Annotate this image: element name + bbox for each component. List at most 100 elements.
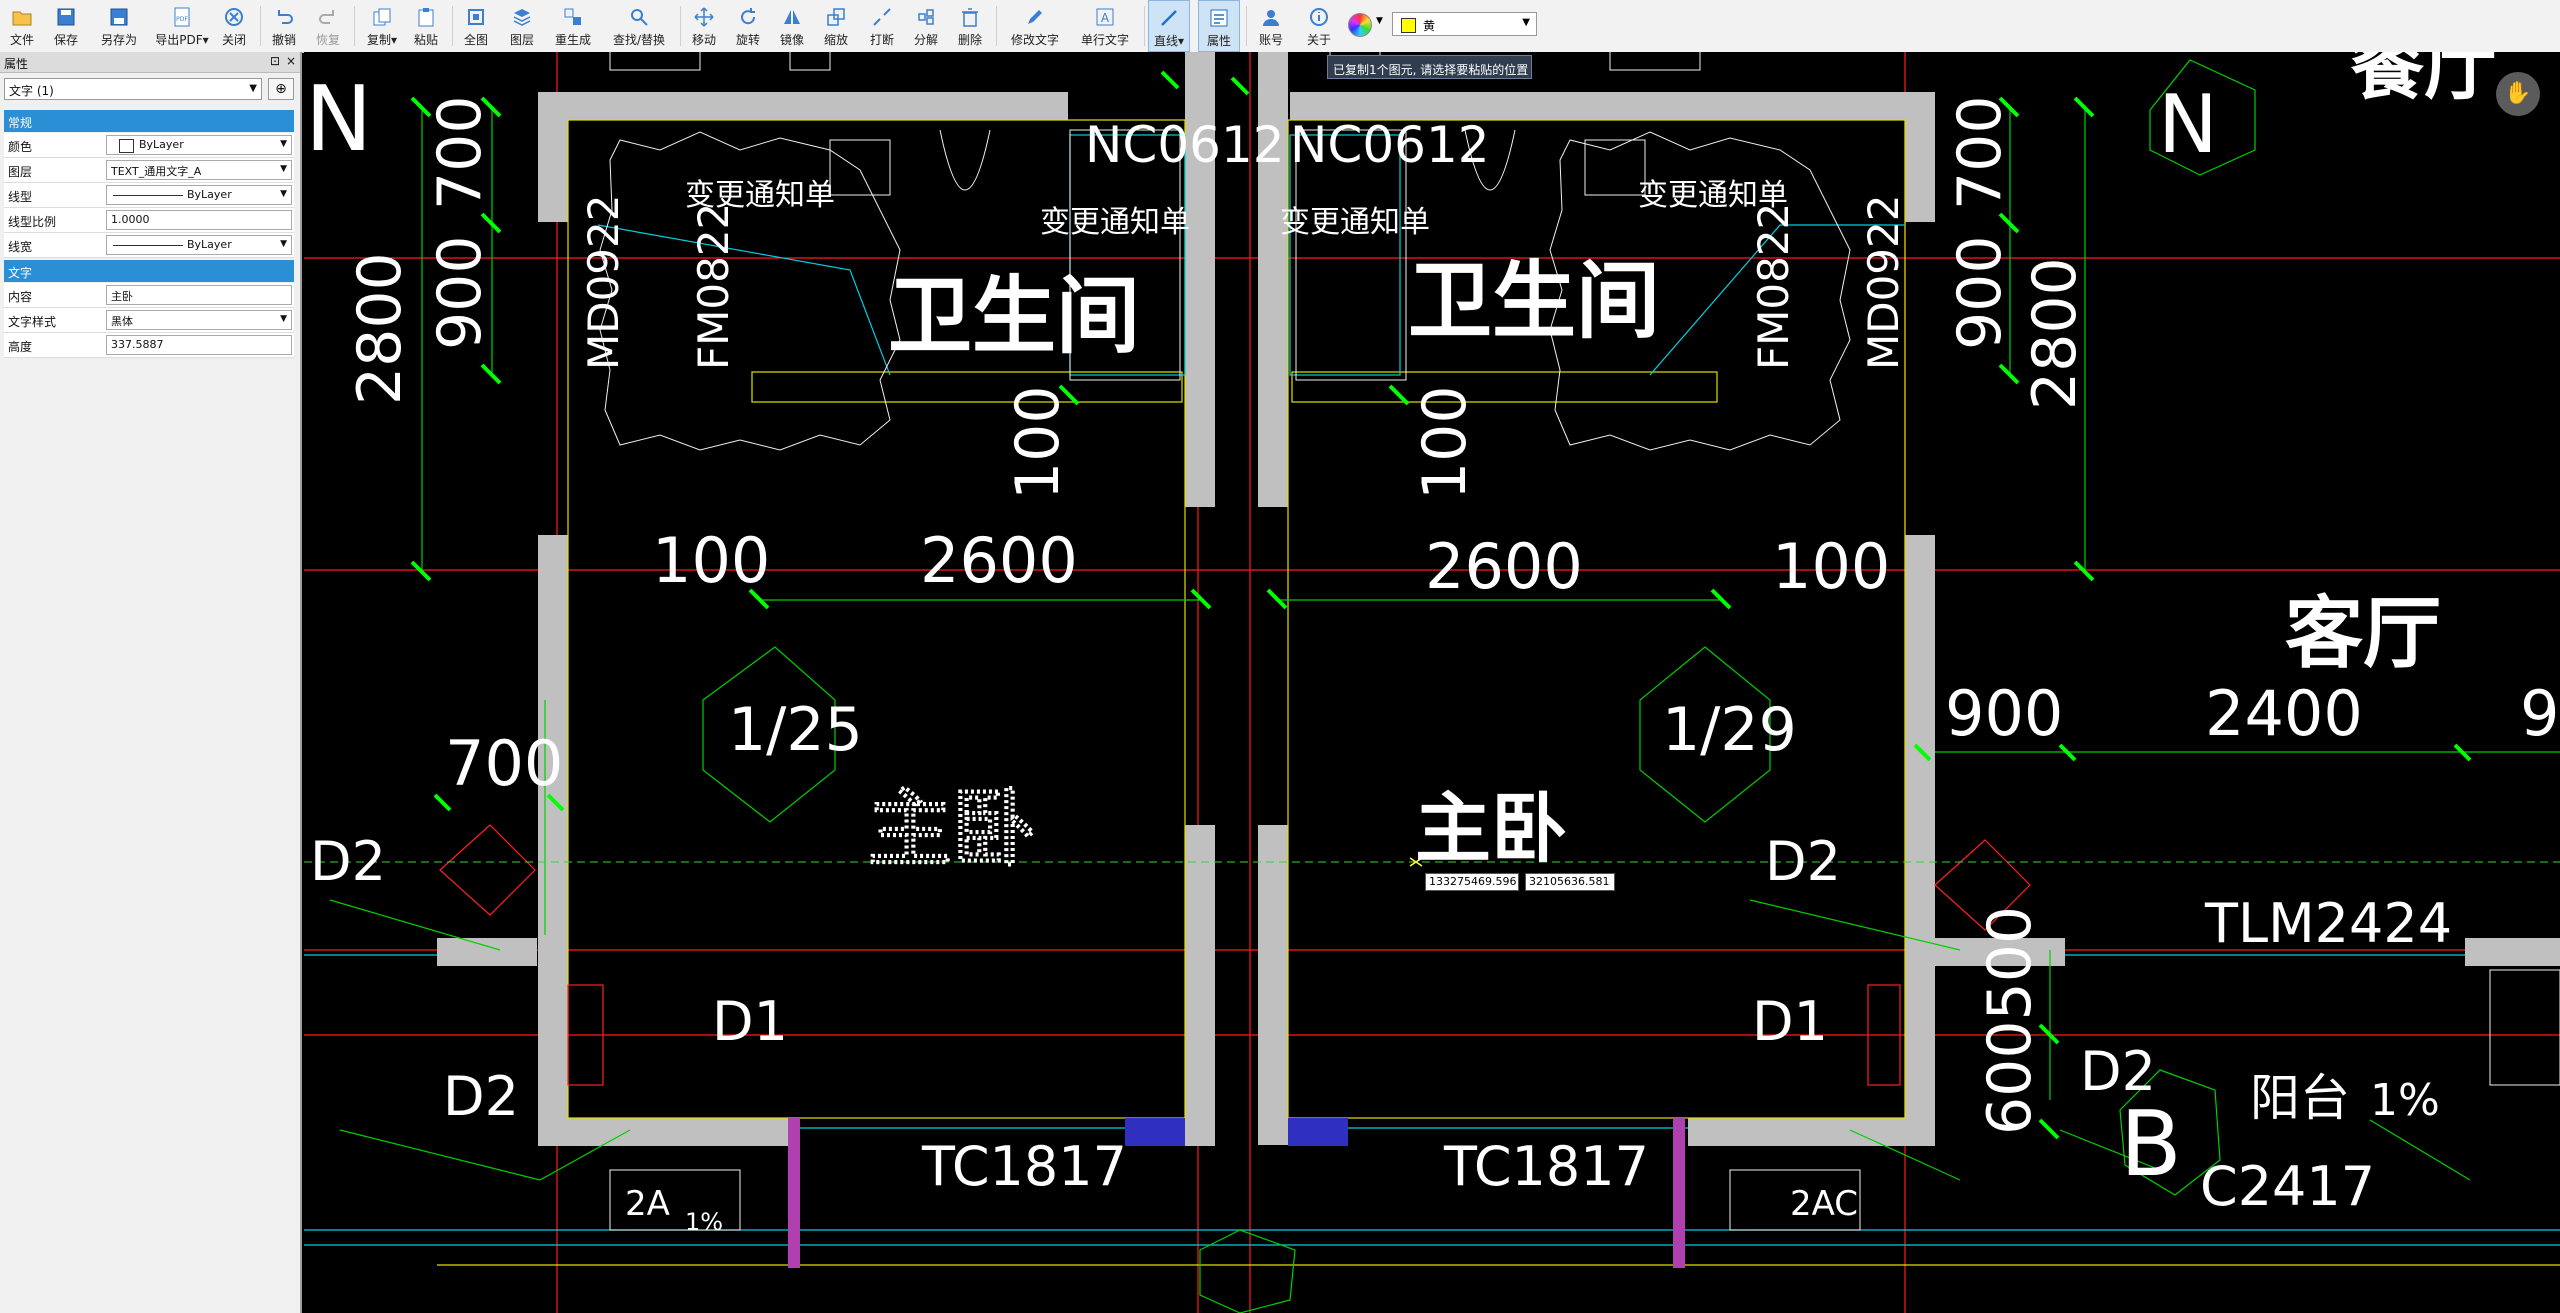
line-button[interactable]: 直线▾ bbox=[1148, 0, 1190, 52]
dimension-lines bbox=[329, 59, 2560, 1313]
dim-text: 2600 bbox=[1425, 530, 1583, 603]
chevron-down-icon: ▼ bbox=[280, 164, 287, 174]
export-pdf-button[interactable]: PDF 导出PDF▾ bbox=[152, 0, 212, 52]
drawing-canvas[interactable]: 卫生间 卫生间 主卧 客厅 餐厅 主卧 变更通知单 变更通知单 变更通知单 变更… bbox=[304, 52, 2560, 1313]
prop-row-content[interactable]: 内容 主卧 bbox=[4, 283, 294, 308]
properties-button[interactable]: 属性 bbox=[1198, 0, 1240, 52]
single-text-button[interactable]: A 单行文字 bbox=[1072, 0, 1138, 52]
dim-text: 2600 bbox=[920, 524, 1078, 597]
status-tooltip: 已复制1个图元, 请选择要粘贴的位置 bbox=[1327, 55, 1532, 79]
lineweight-value-select[interactable]: ByLayer ▼ bbox=[106, 235, 292, 255]
account-icon bbox=[1263, 10, 1279, 26]
chevron-down-icon: ▼ bbox=[249, 83, 257, 94]
prop-row-height[interactable]: 高度 337.5887 bbox=[4, 333, 294, 358]
color-swatch bbox=[119, 139, 134, 153]
toolbar-separator bbox=[354, 6, 355, 46]
coord-y-input[interactable]: 32105636.581 bbox=[1525, 873, 1615, 891]
account-button[interactable]: 账号 bbox=[1250, 0, 1292, 52]
door-tag: MD0922 bbox=[579, 195, 628, 370]
text-style-select[interactable]: 黑体 ▼ bbox=[106, 310, 292, 330]
color-value-select[interactable]: ByLayer ▼ bbox=[106, 135, 292, 155]
save-button[interactable]: 保存 bbox=[46, 0, 86, 52]
move-button[interactable]: 移动 bbox=[684, 0, 724, 52]
chevron-down-icon: ▼ bbox=[280, 239, 287, 249]
room-labels: 卫生间 卫生间 主卧 客厅 餐厅 bbox=[888, 52, 2498, 873]
layers-button[interactable]: 图层 bbox=[500, 0, 544, 52]
dim-text: 900 bbox=[425, 235, 495, 350]
dimension-ticks bbox=[410, 70, 2472, 1140]
dim-text: 700 bbox=[445, 727, 563, 800]
copy-button[interactable]: 复制▾ bbox=[360, 0, 404, 52]
undo-icon bbox=[278, 10, 293, 24]
paste-button[interactable]: 粘贴 bbox=[406, 0, 446, 52]
linetype-value-select[interactable]: ByLayer ▼ bbox=[106, 185, 292, 205]
properties-panel: 属性 ⊡ × 文字 (1) ▼ ⊕ 常规 颜色 ByLayer ▼ 图层 TEX… bbox=[0, 52, 302, 1313]
prop-row-linetype[interactable]: 线型 ByLayer ▼ bbox=[4, 183, 294, 208]
pan-hand-icon[interactable]: ✋ bbox=[2496, 72, 2540, 116]
file-button[interactable]: 文件 bbox=[2, 0, 42, 52]
regen-button[interactable]: 重生成 bbox=[548, 0, 598, 52]
mirror-button[interactable]: 镜像 bbox=[772, 0, 812, 52]
dim-text: 700 bbox=[425, 95, 495, 210]
window-tag: C2417 bbox=[2200, 1155, 2375, 1218]
element-tags: NC0612 NC0612 MD0922 MD0922 FM0822 FM082… bbox=[305, 67, 2452, 1236]
quick-select-button[interactable]: ⊕ bbox=[268, 78, 294, 100]
object-type-value: 文字 (1) bbox=[9, 84, 54, 98]
close-icon[interactable]: × bbox=[286, 54, 297, 68]
pin-icon[interactable]: ⊡ bbox=[270, 54, 281, 68]
color-wheel-icon[interactable] bbox=[1348, 13, 1372, 37]
content-input[interactable]: 主卧 bbox=[106, 285, 292, 305]
prop-row-color[interactable]: 颜色 ByLayer ▼ bbox=[4, 133, 294, 158]
undo-button[interactable]: 撤销 bbox=[264, 0, 304, 52]
explode-button[interactable]: 分解 bbox=[906, 0, 946, 52]
door-jambs bbox=[788, 1118, 1685, 1268]
color-select[interactable]: 黄 ▼ bbox=[1392, 12, 1537, 36]
object-type-select[interactable]: 文字 (1) ▼ bbox=[4, 78, 262, 100]
folder-icon bbox=[12, 11, 32, 26]
room-label-dining: 餐厅 bbox=[2350, 52, 2498, 110]
balcony-letter: B bbox=[2120, 1092, 2182, 1197]
ac-tag: 2AC bbox=[1790, 1184, 1858, 1224]
cad-drawing[interactable]: 卫生间 卫生间 主卧 客厅 餐厅 主卧 变更通知单 变更通知单 变更通知单 变更… bbox=[304, 52, 2560, 1313]
zoom-extents-button[interactable]: 全图 bbox=[456, 0, 496, 52]
coord-x-input[interactable]: 133275469.596 bbox=[1425, 873, 1519, 891]
dim-text: 900 bbox=[1945, 677, 2063, 750]
find-replace-button[interactable]: 查找/替换 bbox=[604, 0, 674, 52]
height-input[interactable]: 337.5887 bbox=[106, 335, 292, 355]
prop-row-lineweight[interactable]: 线宽 ByLayer ▼ bbox=[4, 233, 294, 258]
redo-button[interactable]: 恢复 bbox=[308, 0, 348, 52]
linetype-scale-input[interactable]: 1.0000 bbox=[106, 210, 292, 230]
close-button[interactable]: 关闭 bbox=[214, 0, 254, 52]
north-icon: N bbox=[305, 67, 372, 172]
break-icon bbox=[873, 8, 891, 26]
room-label-bedroom-ghost: 主卧 bbox=[868, 780, 1036, 878]
layer-value-select[interactable]: TEXT_通用文字_A ▼ bbox=[106, 160, 292, 180]
window-markers bbox=[1125, 1118, 1348, 1146]
room-label-bedroom: 主卧 bbox=[1415, 784, 1567, 873]
window-tag: TC1817 bbox=[1443, 1135, 1649, 1198]
toolbar-separator bbox=[1246, 6, 1247, 46]
break-button[interactable]: 打断 bbox=[862, 0, 902, 52]
section-general[interactable]: 常规 bbox=[4, 110, 294, 132]
dim-text: 2800 bbox=[345, 252, 415, 405]
svg-text:PDF: PDF bbox=[176, 16, 188, 23]
change-note: 变更通知单 bbox=[1040, 205, 1190, 240]
save-as-button[interactable]: 另存为 bbox=[92, 0, 146, 52]
chevron-down-icon[interactable]: ▼ bbox=[1376, 16, 1383, 26]
prop-row-linetype-scale[interactable]: 线型比例 1.0000 bbox=[4, 208, 294, 233]
section-text[interactable]: 文字 bbox=[4, 260, 294, 282]
delete-button[interactable]: 删除 bbox=[950, 0, 990, 52]
prop-row-text-style[interactable]: 文字样式 黑体 ▼ bbox=[4, 308, 294, 333]
about-button[interactable]: 关于 bbox=[1298, 0, 1340, 52]
rotate-button[interactable]: 旋转 bbox=[728, 0, 768, 52]
dim-text: 100 bbox=[1772, 530, 1890, 603]
toolbar-separator bbox=[996, 6, 997, 46]
door-tag: MD0922 bbox=[1859, 195, 1908, 370]
prop-row-layer[interactable]: 图层 TEXT_通用文字_A ▼ bbox=[4, 158, 294, 183]
dim-text: 100 bbox=[652, 524, 770, 597]
scale-button[interactable]: 缩放 bbox=[816, 0, 856, 52]
edit-text-button[interactable]: 修改文字 bbox=[1002, 0, 1068, 52]
pdf-icon: PDF bbox=[174, 7, 190, 27]
north-icon: N bbox=[2158, 78, 2218, 171]
copy-icon bbox=[373, 8, 391, 26]
